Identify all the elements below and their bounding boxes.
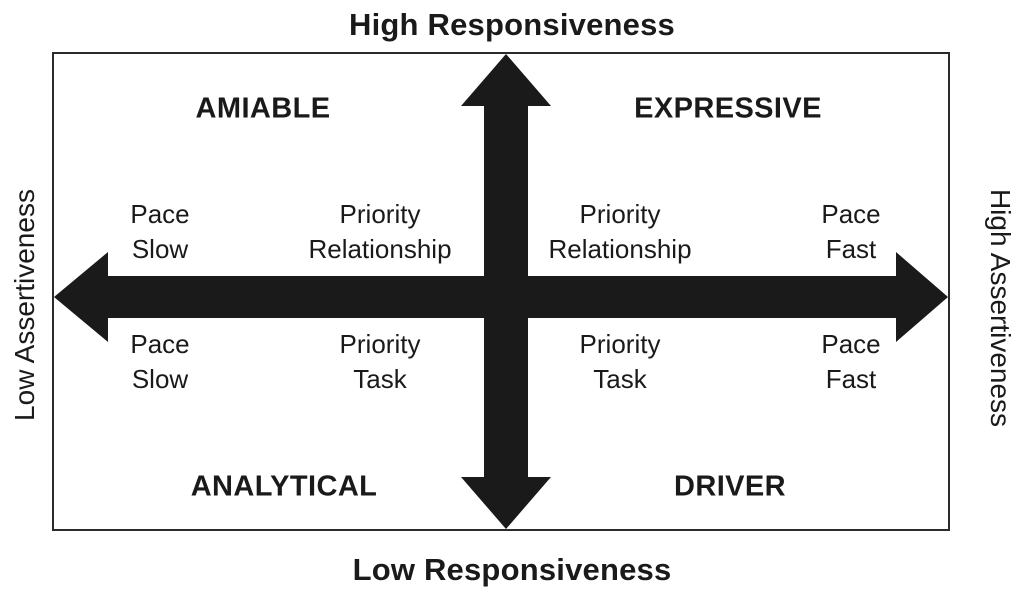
diagram-frame (52, 52, 950, 531)
pace-value: Slow (131, 234, 189, 264)
pace-block-driver: Pace Fast (821, 327, 880, 397)
horizontal-axis-arrow (54, 252, 948, 342)
priority-value: Task (593, 364, 647, 394)
axis-label-high-assertiveness: High Assertiveness (985, 188, 1016, 428)
pace-block-analytical: Pace Slow (130, 327, 189, 397)
pace-value: Slow (131, 364, 189, 394)
pace-label: Pace (821, 199, 881, 229)
priority-block-expressive: Priority Relationship (548, 197, 691, 267)
pace-label: Pace (130, 329, 190, 359)
priority-block-amiable: Priority Relationship (308, 197, 451, 267)
priority-block-analytical: Priority Task (340, 327, 421, 397)
pace-value: Fast (825, 234, 877, 264)
pace-label: Pace (130, 199, 190, 229)
quadrant-title-analytical: ANALYTICAL (190, 470, 378, 503)
priority-label: Priority (339, 199, 421, 229)
quadrant-title-driver: DRIVER (674, 470, 786, 503)
pace-value: Fast (825, 364, 877, 394)
pace-block-expressive: Pace Fast (821, 197, 880, 267)
axis-label-low-assertiveness: Low Assertiveness (9, 189, 40, 421)
quadrant-title-expressive: EXPRESSIVE (634, 92, 822, 125)
priority-label: Priority (579, 199, 661, 229)
priority-value: Relationship (548, 234, 692, 264)
priority-value: Task (353, 364, 407, 394)
priority-label: Priority (579, 329, 661, 359)
priority-label: Priority (339, 329, 421, 359)
axis-label-high-responsiveness: High Responsiveness (349, 7, 675, 42)
pace-block-amiable: Pace Slow (130, 197, 189, 267)
priority-block-driver: Priority Task (580, 327, 661, 397)
axis-label-low-responsiveness: Low Responsiveness (352, 552, 672, 587)
quadrant-title-amiable: AMIABLE (195, 92, 331, 125)
priority-value: Relationship (308, 234, 452, 264)
pace-label: Pace (821, 329, 881, 359)
